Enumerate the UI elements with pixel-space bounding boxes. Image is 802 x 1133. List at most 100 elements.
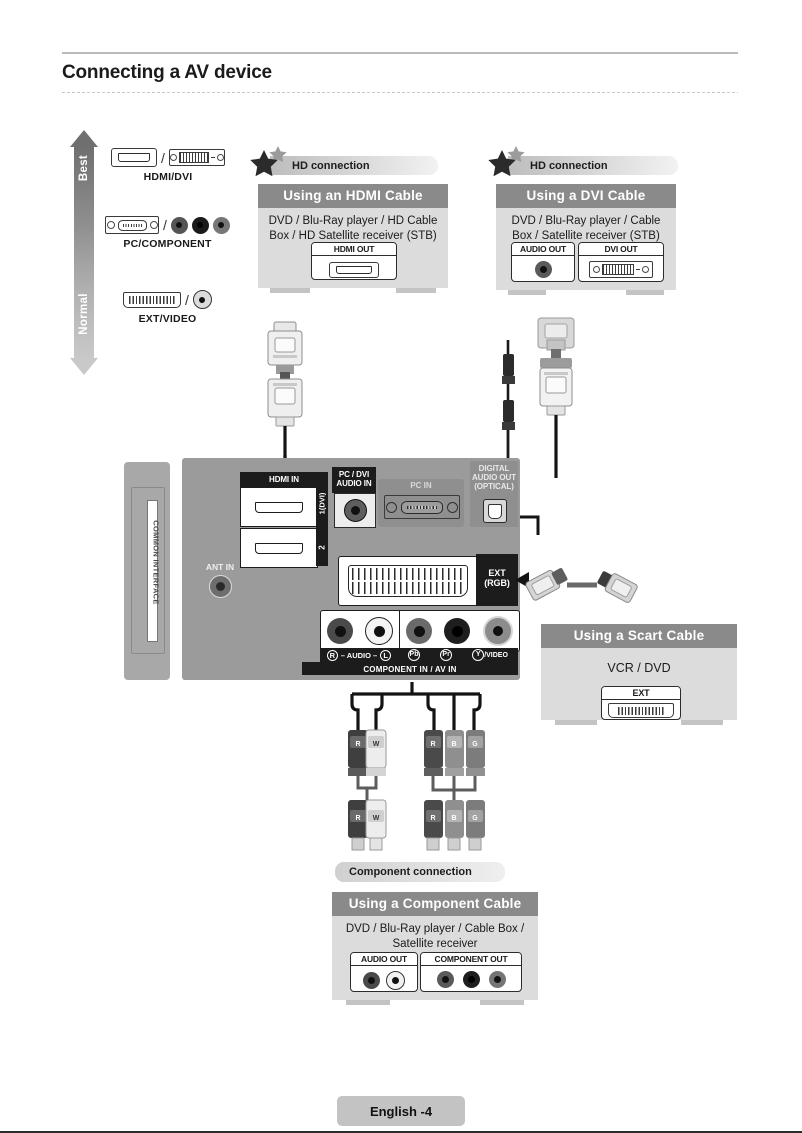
- hdmi-connector-icon: [329, 262, 379, 278]
- badge-bar: HD connection: [270, 156, 438, 175]
- svg-text:G: G: [472, 741, 478, 748]
- hdmi-port-1-label: 1(DVI): [317, 492, 327, 515]
- svg-text:W: W: [373, 815, 380, 822]
- port-audio-out: AUDIO OUT: [511, 242, 575, 282]
- star-icon: [488, 146, 525, 177]
- panel-foot: [681, 720, 723, 725]
- audio-jack-icon: [534, 261, 552, 278]
- badge-component-connection: Component connection: [335, 862, 515, 884]
- pc-dvi-audio-label-line1: PC / DVI: [338, 470, 370, 479]
- common-interface-label: COMMON INTERFACE: [151, 520, 161, 605]
- page-title: Connecting a AV device: [62, 62, 272, 83]
- digital-audio-out-line2: AUDIO OUT: [472, 473, 516, 483]
- panel-foot: [346, 1000, 390, 1005]
- arrow-head-down: [70, 358, 98, 375]
- port-component-out: COMPONENT OUT: [420, 952, 522, 992]
- port-label: DVI OUT: [579, 243, 663, 256]
- component-y-code: Y: [472, 649, 485, 661]
- panel-hdmi-source: Using an HDMI Cable DVD / Blu-Ray player…: [258, 184, 448, 293]
- component-in-av-in-strip: COMPONENT IN / AV IN: [302, 662, 518, 675]
- badge-label: Component connection: [349, 866, 472, 878]
- audio-r-jack[interactable]: [327, 618, 353, 644]
- panel-foot: [626, 290, 664, 295]
- digital-audio-out-line1: DIGITAL: [478, 464, 510, 473]
- badge-hd-connection-hdmi: HD connection: [248, 146, 440, 178]
- ext-label: EXT: [488, 568, 506, 578]
- pc-dvi-audio-in-label-strip: PC / DVI AUDIO IN: [332, 467, 376, 493]
- common-interface-module: COMMON INTERFACE: [124, 462, 170, 680]
- panel-heading: Using a Scart Cable: [541, 624, 737, 648]
- legend-caption-hdmi-dvi: HDMI/DVI: [143, 171, 193, 183]
- rca-jack-icon: [170, 216, 188, 234]
- rca-jack-icon: [212, 216, 230, 234]
- panel-foot: [508, 290, 546, 295]
- audio-l-jack[interactable]: [365, 617, 393, 645]
- dvi-cable: [537, 317, 575, 478]
- separator-slash: /: [185, 291, 189, 308]
- component-y-video-jack[interactable]: [482, 616, 513, 646]
- panel-heading: Using a DVI Cable: [496, 184, 676, 208]
- quality-scale-arrow: Best Normal: [70, 130, 98, 375]
- separator-slash: /: [161, 149, 165, 166]
- component-in-av-in-label: COMPONENT IN / AV IN: [363, 664, 457, 674]
- rca-jack-icon: [192, 290, 212, 309]
- top-divider: [62, 52, 738, 54]
- ant-in-jack[interactable]: [208, 575, 232, 598]
- panel-heading: Using an HDMI Cable: [258, 184, 448, 208]
- pc-in-group: PC IN: [378, 479, 464, 527]
- ant-in-group: ANT IN: [191, 562, 249, 598]
- panel-foot: [270, 288, 310, 293]
- pc-dvi-audio-label-line2: AUDIO IN: [336, 479, 372, 489]
- legend-caption-pc-component: PC/COMPONENT: [123, 238, 212, 250]
- audio-r-jack-icon: [363, 972, 380, 989]
- hdmi-port-1[interactable]: [240, 487, 318, 527]
- port-dvi-out: DVI OUT: [578, 242, 664, 282]
- digital-audio-out-line3: (OPTICAL): [474, 482, 514, 492]
- ext-rgb-label-strip: EXT (RGB): [476, 554, 518, 606]
- legend-caption-ext-video: EXT/VIDEO: [138, 313, 197, 325]
- ext-scart-port[interactable]: [338, 556, 478, 606]
- panel-devices: VCR / DVD: [607, 661, 671, 675]
- svg-text:B: B: [451, 815, 456, 822]
- hdmi-port-2-label: 2: [317, 545, 327, 550]
- separator-slash: /: [163, 217, 167, 233]
- panel-devices: DVD / Blu-Ray player / Cable Box / Satel…: [345, 923, 525, 950]
- star-icon: [250, 146, 287, 177]
- component-pb-jack[interactable]: [406, 618, 433, 644]
- port-hdmi-out: HDMI OUT: [311, 242, 397, 280]
- scart-connector-icon: [608, 703, 674, 718]
- component-pr-jack[interactable]: [444, 618, 471, 644]
- svg-text:R: R: [430, 741, 435, 748]
- audio-l-jack-icon: [386, 971, 405, 990]
- component-pb-code: Pb: [408, 649, 421, 661]
- component-av-cables: R W R B G R W: [348, 682, 485, 851]
- panel-devices: DVD / Blu-Ray player / HD Cable Box / HD…: [268, 215, 438, 242]
- panel-component-source: Using a Component Cable DVD / Blu-Ray pl…: [332, 892, 538, 1005]
- arrow-shaft: [74, 146, 94, 359]
- panel-foot: [396, 288, 436, 293]
- hdmi-in-label: HDMI IN: [269, 475, 299, 484]
- arrow-head-up: [70, 130, 98, 147]
- vga-plug-icon: [105, 216, 160, 234]
- optical-port[interactable]: [483, 499, 507, 523]
- dvi-connector-icon: [589, 261, 653, 278]
- pc-in-label: PC IN: [410, 481, 432, 490]
- bottom-divider: [0, 1131, 802, 1133]
- ant-in-label: ANT IN: [205, 562, 235, 572]
- common-interface-slot[interactable]: COMMON INTERFACE: [131, 487, 165, 654]
- digital-audio-out-group: DIGITAL AUDIO OUT (OPTICAL): [470, 461, 518, 527]
- port-label: HDMI OUT: [312, 243, 396, 256]
- component-video-code: /VIDEO: [484, 651, 508, 659]
- hdmi-port-2[interactable]: [240, 528, 318, 568]
- pc-in-vga-port[interactable]: [384, 495, 460, 519]
- port-audio-out: AUDIO OUT: [350, 952, 418, 992]
- dvi-plug-icon: [168, 149, 225, 166]
- audio-r-code: R: [326, 649, 338, 661]
- port-label: AUDIO OUT: [512, 243, 574, 256]
- legend-pc-component: / PC/COMPONENT: [100, 216, 235, 250]
- component-y-jack-icon: [488, 971, 506, 988]
- hdmi-port-numbers-strip: 1(DVI) 2: [316, 487, 328, 566]
- badge-label: HD connection: [530, 159, 608, 172]
- legend-hdmi-dvi: / HDMI/DVI: [108, 148, 228, 183]
- pc-dvi-audio-in-jack[interactable]: [334, 493, 376, 528]
